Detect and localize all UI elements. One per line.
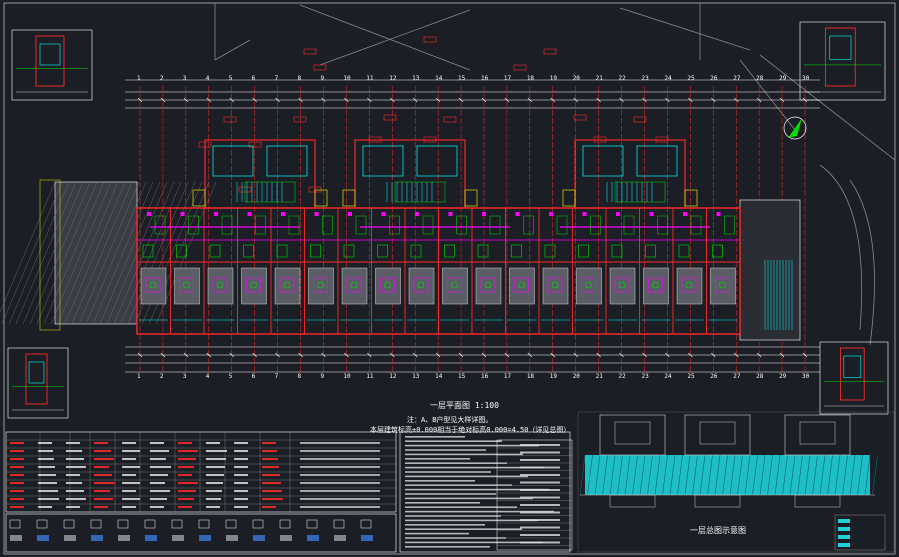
axis-label-bottom: 26 [710, 373, 718, 380]
axis-label-bottom: 21 [595, 373, 603, 380]
axis-label-top: 19 [549, 75, 557, 82]
axis-label-top: 2 [159, 75, 164, 82]
axis-label-top: 10 [343, 75, 351, 82]
axis-label-top: 30 [802, 75, 810, 82]
axis-label-top: 27 [733, 75, 741, 82]
axis-label-bottom: 4 [205, 373, 210, 380]
axis-label-top: 16 [480, 75, 489, 82]
axis-label-top: 23 [641, 75, 649, 82]
axis-label-top: 9 [320, 75, 325, 82]
plan-note-2: 本层建筑标高±0.000相当于绝对标高0.000=4.50（详见总图） [370, 426, 571, 434]
axis-label-bottom: 22 [618, 373, 626, 380]
axis-label-bottom: 5 [228, 373, 233, 380]
axis-label-top: 17 [503, 75, 512, 82]
axis-label-bottom: 2 [159, 373, 164, 380]
axis-label-bottom: 7 [274, 373, 279, 380]
axis-label-top: 7 [274, 75, 279, 82]
axis-label-bottom: 10 [343, 373, 351, 380]
site-lines [214, 3, 896, 346]
axis-label-bottom: 23 [641, 373, 649, 380]
axis-label-top: 26 [710, 75, 718, 82]
axis-label-bottom: 14 [435, 373, 443, 380]
axis-label-bottom: 27 [733, 373, 741, 380]
axis-label-bottom: 17 [503, 373, 512, 380]
axis-label-top: 15 [458, 75, 466, 82]
axis-label-top: 25 [687, 75, 695, 82]
axis-label-bottom: 20 [572, 373, 580, 380]
main-plan-title: 一层平面图 1:100 [430, 401, 499, 410]
axis-label-top: 8 [297, 75, 302, 82]
overview-title: 一层总图示意图 [690, 526, 746, 535]
axis-label-top: 22 [618, 75, 626, 82]
axis-label-bottom: 29 [779, 373, 787, 380]
axis-label-top: 24 [664, 75, 672, 82]
axis-label-top: 5 [228, 75, 233, 82]
axis-label-bottom: 8 [297, 373, 302, 380]
axis-label-top: 21 [595, 75, 603, 82]
axis-label-bottom: 16 [480, 373, 489, 380]
axis-label-top: 20 [572, 75, 580, 82]
axis-label-top: 29 [779, 75, 787, 82]
axis-label-bottom: 30 [802, 373, 810, 380]
axis-label-bottom: 11 [366, 373, 374, 380]
drawing-frame [3, 2, 896, 555]
plan-note-1: 注：A、B户型见大样详图。 [407, 416, 493, 424]
axis-label-top: 4 [205, 75, 210, 82]
axis-label-bottom: 24 [664, 373, 672, 380]
axis-label-top: 11 [366, 75, 374, 82]
axis-label-top: 12 [389, 75, 397, 82]
axis-label-top: 1 [137, 75, 141, 82]
axis-label-top: 28 [756, 75, 764, 82]
axis-label-bottom: 28 [756, 373, 764, 380]
axis-label-top: 14 [435, 75, 443, 82]
axis-label-bottom: 9 [320, 373, 325, 380]
axis-label-bottom: 15 [458, 373, 466, 380]
axis-label-top: 6 [251, 75, 256, 82]
axis-label-top: 13 [412, 75, 420, 82]
axis-label-bottom: 6 [251, 373, 256, 380]
axis-label-bottom: 13 [412, 373, 420, 380]
axis-label-bottom: 3 [182, 373, 187, 380]
axis-label-bottom: 12 [389, 373, 397, 380]
axis-label-bottom: 25 [687, 373, 695, 380]
axis-label-bottom: 19 [549, 373, 557, 380]
axis-label-bottom: 1 [137, 373, 141, 380]
axis-label-top: 3 [182, 75, 187, 82]
axis-label-bottom: 18 [526, 373, 535, 380]
axis-label-top: 18 [526, 75, 535, 82]
